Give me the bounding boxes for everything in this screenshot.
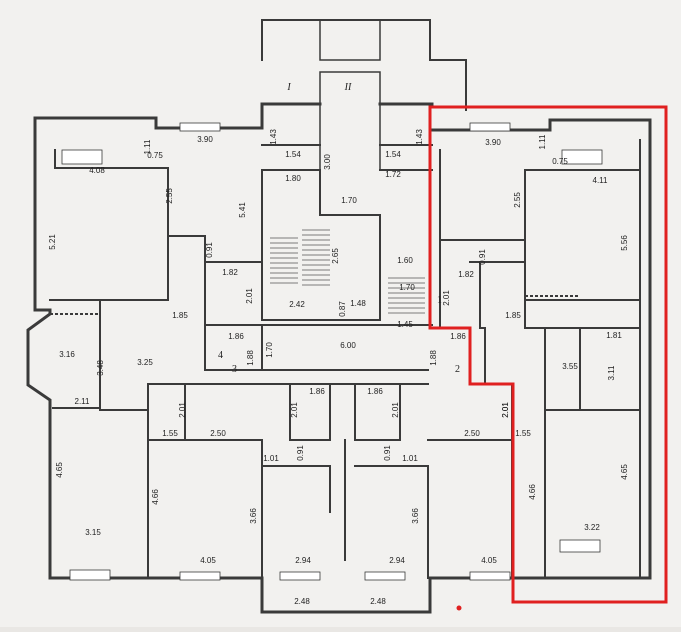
dimension-label: 2.94 — [295, 556, 311, 565]
dimension-label: 1.11 — [538, 134, 547, 150]
dimension-label: 3.66 — [411, 508, 420, 524]
dimension-label: 3.25 — [137, 358, 153, 367]
dimension-label: 5.56 — [620, 235, 629, 251]
dimension-label: 0.91 — [205, 242, 214, 258]
dimension-label: 2.01 — [501, 402, 510, 418]
dimension-label: 1.86 — [309, 387, 325, 396]
dimension-label: 1.82 — [458, 270, 474, 279]
dimension-label: 1.11 — [143, 139, 152, 155]
dimension-label: 3.90 — [197, 135, 213, 144]
dimension-label: 1.55 — [162, 429, 178, 438]
dimension-label: 2.65 — [331, 248, 340, 264]
dimension-label: 3.16 — [59, 350, 75, 359]
red-dot — [456, 605, 462, 611]
dimension-label: 2.50 — [464, 429, 480, 438]
dimension-label: 4.66 — [151, 489, 160, 505]
dimension-label: 1.43 — [415, 129, 424, 145]
dimension-label: 1.81 — [606, 331, 622, 340]
dimension-label: 6.00 — [340, 341, 356, 350]
apartment-number-2: 2 — [455, 364, 460, 375]
dimension-label: 2.01 — [501, 402, 510, 418]
apartment-number-3: 3 — [232, 364, 237, 375]
dimension-label: 3.48 — [96, 360, 105, 376]
dimension-label: 1.01 — [263, 454, 279, 463]
dimension-label: 5.41 — [238, 202, 247, 218]
dimension-label: 1.55 — [515, 429, 531, 438]
dimension-label: 2.48 — [294, 597, 310, 606]
dimension-label: 2.48 — [370, 597, 386, 606]
dimension-label: 2.01 — [245, 288, 254, 304]
dimension-label: 0.91 — [383, 445, 392, 461]
stair-label-1: I — [286, 82, 291, 93]
dimension-label: 3.90 — [485, 138, 501, 147]
dimension-label: 1.48 — [350, 299, 366, 308]
dimension-label: 1.54 — [385, 150, 401, 159]
dimension-label: 1.70 — [341, 196, 357, 205]
dimension-label: 1.85 — [172, 311, 188, 320]
dimension-label: 2.42 — [289, 300, 305, 309]
dimension-label: 1.86 — [228, 332, 244, 341]
dimension-label: 3.15 — [85, 528, 101, 537]
dimension-label: 3.66 — [249, 508, 258, 524]
dimension-labels: 3.901.110.754.082.555.210.911.822.011.85… — [48, 129, 629, 606]
dimension-label: 2.55 — [165, 188, 174, 204]
highlight-outline — [428, 105, 668, 604]
dimension-label: 0.91 — [478, 249, 487, 265]
dimension-label: 0.75 — [552, 157, 568, 166]
dimension-label: 4.11 — [593, 176, 609, 185]
dimension-label: 1.82 — [222, 268, 238, 277]
dimension-label: 1.85 — [505, 311, 521, 320]
dimension-label: 2.01 — [442, 290, 451, 306]
dimension-label: 2.01 — [391, 402, 400, 418]
apartment-number-1: 1 — [437, 295, 442, 306]
dimension-label: 4.05 — [200, 556, 216, 565]
stair-flights — [270, 229, 425, 314]
dimension-label: 1.45 — [397, 320, 413, 329]
dimension-label: 1.70 — [265, 342, 274, 358]
dimension-label: 4.05 — [481, 556, 497, 565]
dashed-partitions — [50, 295, 580, 315]
dimension-label: 3.00 — [323, 154, 332, 170]
dimension-label: 2.11 — [75, 397, 91, 406]
dimension-label: 4.65 — [55, 462, 64, 478]
dimension-label: 2.01 — [178, 402, 187, 418]
dimension-label: 1.70 — [399, 283, 415, 292]
dimension-label: 5.21 — [48, 234, 57, 250]
dimension-label: 2.50 — [210, 429, 226, 438]
apartment-number-4: 4 — [218, 350, 223, 361]
dimension-label: 1.86 — [450, 332, 466, 341]
dimension-label: 1.88 — [246, 350, 255, 366]
windows — [61, 122, 603, 581]
dimension-label: 1.86 — [367, 387, 383, 396]
dimension-label: 3.22 — [584, 523, 600, 532]
dimension-label: 1.72 — [385, 170, 401, 179]
dimension-label: 4.65 — [620, 464, 629, 480]
dimension-label: 2.01 — [290, 402, 299, 418]
dimension-label: 1.43 — [269, 129, 278, 145]
dimension-label: 1.60 — [397, 256, 413, 265]
dimension-label: 1.54 — [285, 150, 301, 159]
dimension-label: 2.94 — [389, 556, 405, 565]
dimension-label: 4.66 — [528, 484, 537, 500]
dimension-label: 1.01 — [402, 454, 418, 463]
stair-label-2: II — [344, 82, 352, 93]
dimension-label: 0.75 — [147, 151, 163, 160]
dimension-label: 2.55 — [513, 192, 522, 208]
dimension-label: 0.91 — [296, 445, 305, 461]
dimension-label: 0.87 — [338, 301, 347, 317]
dimension-label: 3.55 — [562, 362, 578, 371]
dimension-label: 1.80 — [285, 174, 301, 183]
dimension-label: 4.08 — [89, 166, 105, 175]
dimension-label: 3.11 — [607, 365, 616, 381]
walls — [26, 19, 652, 614]
dimension-label: 1.88 — [429, 350, 438, 366]
